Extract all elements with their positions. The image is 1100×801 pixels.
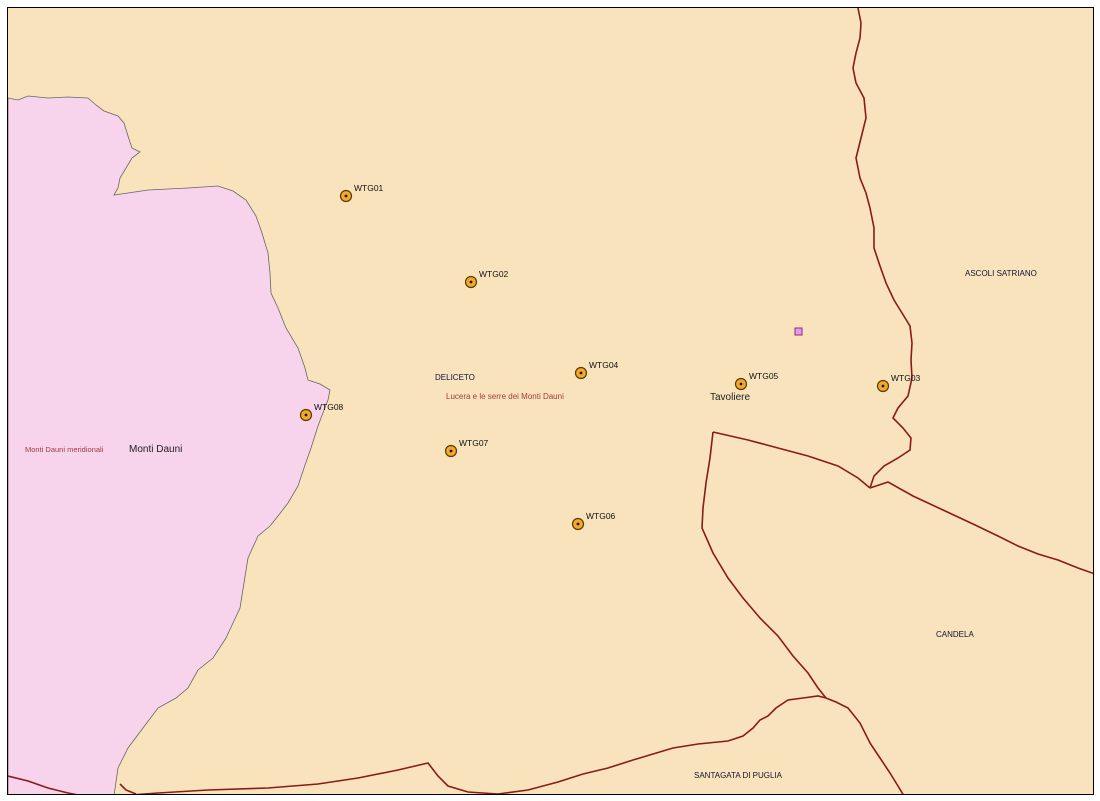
turbine-center-dot — [304, 413, 308, 417]
turbine-center-dot — [469, 280, 473, 284]
label-candela: CANDELA — [936, 630, 974, 639]
boundary-deliceto-sant-agata — [701, 431, 827, 699]
wind-turbine-marker-wtg02[interactable]: WTG02 — [464, 269, 509, 289]
turbine-label: WTG08 — [314, 402, 344, 412]
turbine-center-dot — [579, 371, 583, 375]
wind-turbine-marker-wtg04[interactable]: WTG04 — [574, 360, 619, 380]
turbine-center-dot — [344, 194, 348, 198]
boundary-sw-corner — [8, 775, 78, 794]
wind-turbine-marker-wtg08[interactable]: WTG08 — [299, 402, 344, 422]
wind-turbine-marker-wtg07[interactable]: WTG07 — [444, 438, 489, 458]
turbine-center-dot — [739, 382, 743, 386]
wind-turbine-marker-wtg01[interactable]: WTG01 — [339, 183, 384, 203]
boundary-deliceto-ascoli — [852, 8, 913, 489]
monti-dauni-region — [8, 95, 331, 794]
label-monti-dauni-meridionali: Monti Dauni meridionali — [25, 445, 104, 454]
substation-marker-icon[interactable] — [794, 327, 803, 336]
turbine-center-dot — [576, 522, 580, 526]
turbine-center-dot — [881, 384, 885, 388]
label-lucera-area: Lucera e le serre dei Monti Dauni — [446, 392, 564, 401]
turbine-label: WTG01 — [354, 183, 384, 193]
label-monti-dauni: Monti Dauni — [129, 444, 182, 455]
wind-turbine-marker-wtg05[interactable]: WTG05 — [734, 371, 779, 391]
label-tavoliere: Tavoliere — [710, 392, 750, 403]
turbine-label: WTG05 — [749, 371, 779, 381]
municipal-boundaries — [8, 8, 1093, 794]
label-sant-agata: SANTAGATA DI PUGLIA — [694, 771, 783, 780]
label-deliceto: DELICETO — [435, 373, 475, 382]
wind-turbine-marker-wtg03[interactable]: WTG03 — [876, 373, 921, 393]
boundary-candela-ascoli — [869, 481, 1093, 575]
turbine-label: WTG03 — [891, 373, 921, 383]
turbine-label: WTG02 — [479, 269, 509, 279]
wind-turbine-marker-wtg06[interactable]: WTG06 — [571, 511, 616, 531]
boundary-sw-inner — [119, 783, 137, 794]
turbine-label: WTG04 — [589, 360, 619, 370]
turbine-center-dot — [449, 449, 453, 453]
boundary-sant-agata-north — [133, 695, 904, 794]
label-ascoli-satriano: ASCOLI SATRIANO — [965, 269, 1037, 278]
turbine-label: WTG07 — [459, 438, 489, 448]
boundary-deliceto-candela — [712, 431, 871, 489]
turbine-label: WTG06 — [586, 511, 616, 521]
